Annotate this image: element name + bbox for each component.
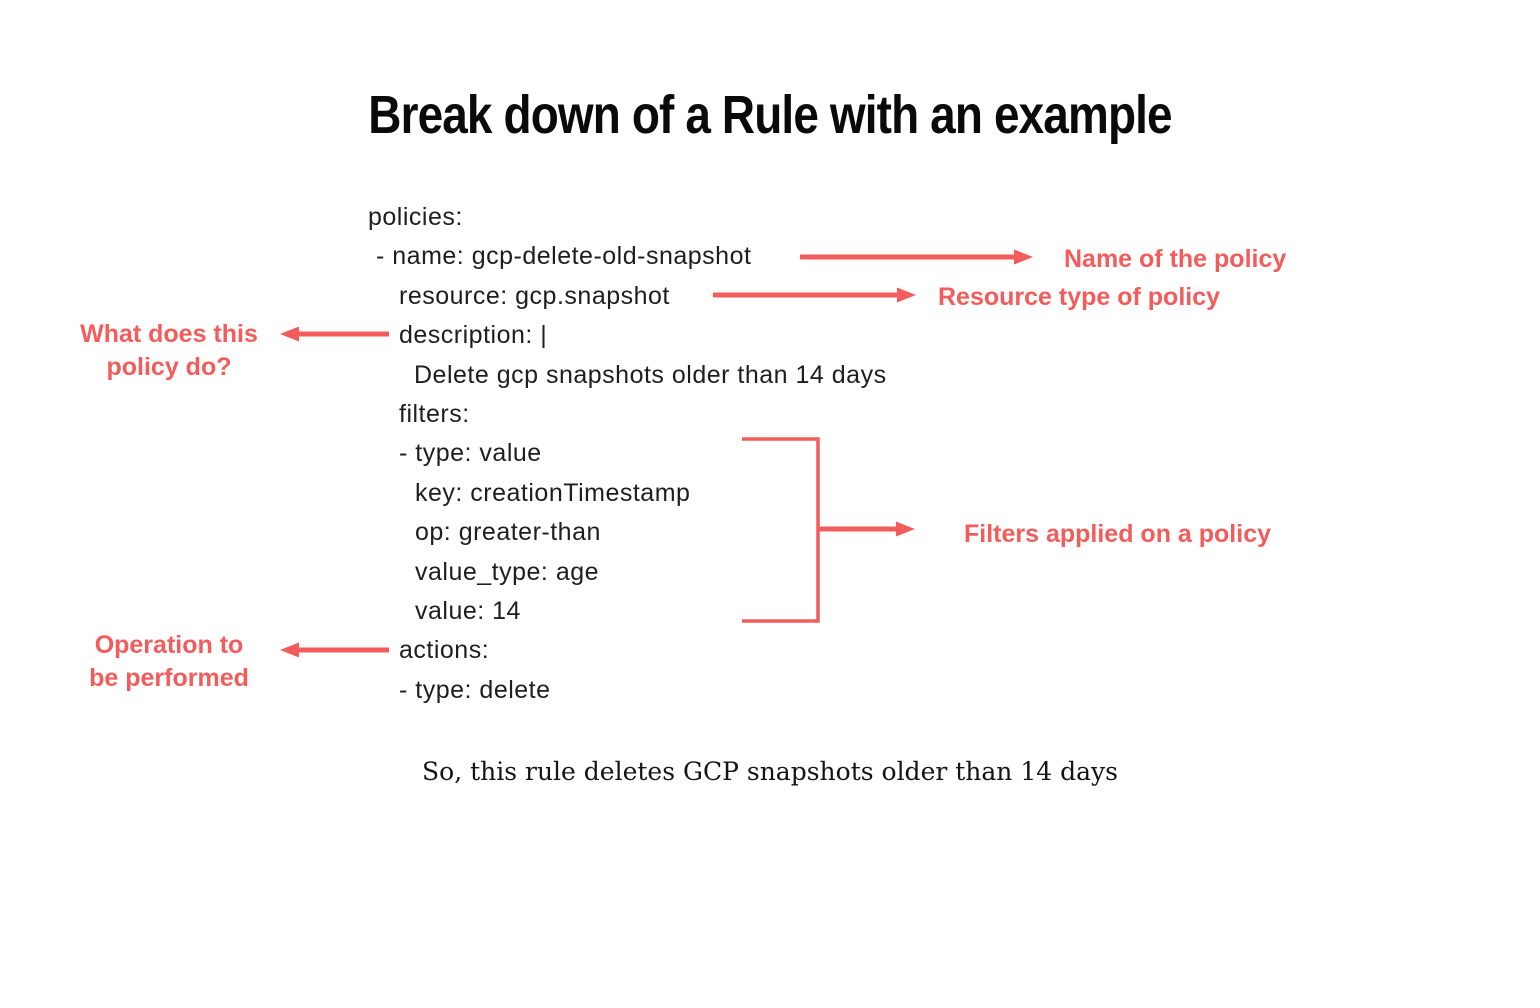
yaml-line: filters: — [399, 399, 470, 428]
bracket-arrow-icon — [742, 437, 915, 623]
yaml-line: - type: delete — [399, 675, 551, 704]
arrow-right-icon — [713, 287, 916, 303]
yaml-line: actions: — [399, 636, 490, 665]
arrow-left-icon — [280, 326, 389, 342]
yaml-line: value: 14 — [415, 596, 521, 625]
annotation-actions: Operation to be performed — [89, 631, 249, 692]
yaml-line: resource: gcp.snapshot — [399, 281, 670, 310]
annotation-name-of-policy: Name of the policy — [1064, 245, 1287, 273]
yaml-line: - type: value — [399, 439, 542, 468]
yaml-line: value_type: age — [415, 557, 600, 586]
yaml-line: description: | — [399, 321, 548, 350]
yaml-line: op: greater-than — [415, 518, 601, 547]
annotation-resource-type: Resource type of policy — [938, 283, 1221, 311]
yaml-line: key: creationTimestamp — [415, 478, 691, 507]
yaml-line: Delete gcp snapshots older than 14 days — [414, 360, 887, 389]
yaml-line: - name: gcp-delete-old-snapshot — [376, 242, 752, 271]
diagram-title: Break down of a Rule with an example — [368, 85, 1172, 145]
arrow-right-icon — [800, 249, 1033, 265]
conclusion-text: So, this rule deletes GCP snapshots olde… — [422, 757, 1118, 786]
yaml-line: policies: — [368, 203, 463, 231]
yaml-code-block: policies: - name: gcp-delete-old-snapsho… — [368, 198, 887, 710]
arrow-left-icon — [280, 642, 389, 658]
annotation-filters: Filters applied on a policy — [964, 520, 1272, 548]
annotation-description: What does this policy do? — [80, 320, 258, 381]
